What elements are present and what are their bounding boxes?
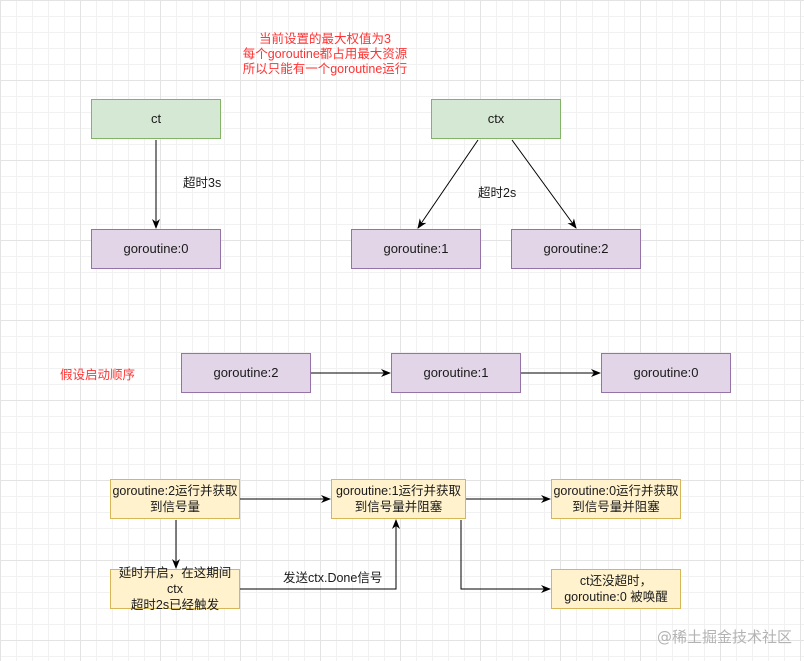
goroutine-1-top-node: goroutine:1: [351, 229, 481, 269]
step-goroutine-0-wake: ct还没超时， goroutine:0 被唤醒: [551, 569, 681, 609]
ctx-to-goroutine-2-arrow: [511, 139, 577, 229]
goroutine-2-top-node: goroutine:2: [511, 229, 641, 269]
goroutine-0-mid-node: goroutine:0: [601, 353, 731, 393]
step-goroutine-2-acquire: goroutine:2运行并获取 到信号量: [110, 479, 240, 519]
max-weight-note: 当前设置的最大权值为3 每个goroutine都占用最大资源 所以只能有一个go…: [242, 32, 408, 76]
goroutine-0-top-node: goroutine:0: [91, 229, 221, 269]
step-goroutine-0-acquire-block: goroutine:0运行并获取 到信号量并阻塞: [551, 479, 681, 519]
goroutine-1-mid-node: goroutine:1: [391, 353, 521, 393]
goroutine-2-mid-node: goroutine:2: [181, 353, 311, 393]
step-delay-ctx-timeout: 延时开启，在这期间ctx 超时2s已经触发: [110, 566, 240, 612]
watermark: @稀土掘金技术社区: [656, 628, 792, 646]
timeout-3s-label: 超时3s: [183, 176, 222, 190]
ct-node: ct: [91, 99, 221, 139]
step-goroutine-1-acquire-block: goroutine:1运行并获取 到信号量并阻塞: [331, 479, 466, 519]
ctx-to-goroutine-1-arrow: [417, 139, 479, 229]
send-done-label: 发送ctx.Done信号: [283, 571, 383, 585]
timeout-2s-label: 超时2s: [478, 186, 517, 200]
start-order-label: 假设启动顺序: [60, 368, 136, 382]
step-1-to-wake-arrow: [460, 520, 551, 593]
ctx-node: ctx: [431, 99, 561, 139]
